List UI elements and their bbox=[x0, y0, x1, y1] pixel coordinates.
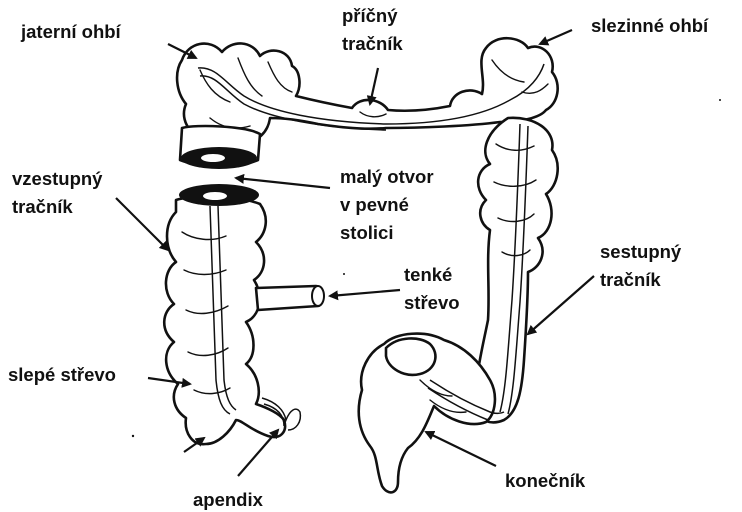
label-descending-colon-line2: tračník bbox=[600, 269, 661, 290]
speck bbox=[719, 99, 721, 101]
label-small-intestine-line1: tenké bbox=[404, 264, 452, 285]
cut-ring-lower bbox=[179, 184, 259, 206]
label-small-opening-line1: malý otvor bbox=[340, 166, 434, 187]
arrow-descending-colon bbox=[528, 276, 594, 334]
labels: jaterní ohbí příčný tračník slezinné ohb… bbox=[8, 5, 709, 510]
label-small-opening-line2: v pevné bbox=[340, 194, 409, 215]
label-appendix: apendix bbox=[193, 489, 264, 510]
label-small-intestine-line2: střevo bbox=[404, 292, 460, 313]
label-splenic-flexure: slezinné ohbí bbox=[591, 15, 709, 36]
speck bbox=[343, 273, 345, 275]
ascending-colon-shape bbox=[164, 197, 285, 445]
label-rectum: konečník bbox=[505, 470, 586, 491]
arrow-transverse-colon bbox=[370, 68, 378, 104]
label-hepatic-flexure: jaterní ohbí bbox=[20, 21, 122, 42]
arrow-rectum bbox=[426, 432, 496, 466]
arrow-splenic-flexure bbox=[540, 30, 572, 44]
small-intestine-shape bbox=[256, 286, 324, 310]
label-cecum: slepé střevo bbox=[8, 364, 116, 385]
label-descending-colon-line1: sestupný bbox=[600, 241, 682, 262]
arrow-small-intestine bbox=[330, 290, 400, 296]
label-ascending-colon-line2: tračník bbox=[12, 196, 73, 217]
arrow-appendix bbox=[238, 430, 278, 476]
label-small-opening-line3: stolici bbox=[340, 222, 393, 243]
label-transverse-colon-line1: příčný bbox=[342, 5, 398, 26]
arrow-small-opening bbox=[236, 178, 330, 188]
label-ascending-colon-line1: vzestupný bbox=[12, 168, 103, 189]
cut-ring-upper bbox=[180, 126, 260, 169]
arrow-ascending-colon bbox=[116, 198, 168, 250]
label-transverse-colon-line2: tračník bbox=[342, 33, 403, 54]
speck bbox=[132, 435, 134, 437]
